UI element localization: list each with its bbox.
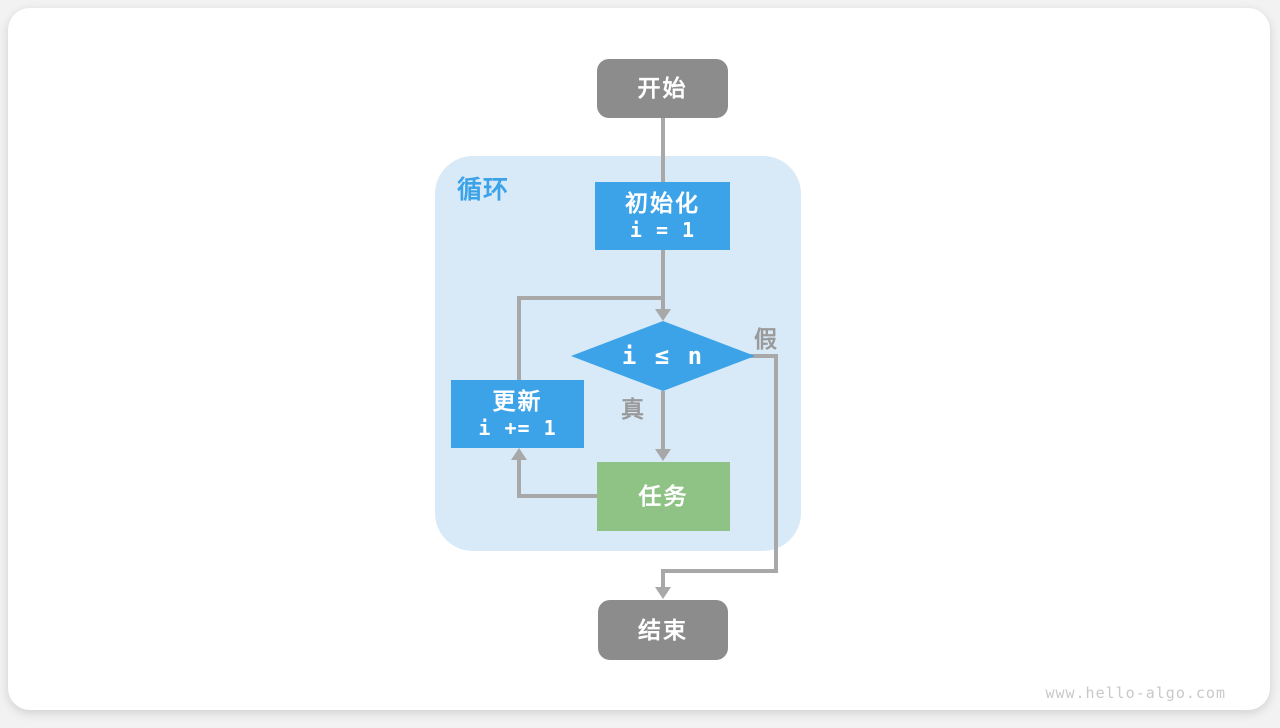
node-condition-label: i ≤ n bbox=[621, 342, 705, 370]
node-init-label: 初始化 bbox=[625, 190, 700, 217]
node-update-code: i += 1 bbox=[478, 415, 557, 440]
node-end-label: 结束 bbox=[638, 616, 688, 643]
node-init-code: i = 1 bbox=[629, 217, 696, 242]
node-end: 结束 bbox=[598, 600, 728, 660]
edge-label-true: 真 bbox=[621, 396, 644, 422]
node-start: 开始 bbox=[597, 59, 728, 118]
edge-label-false: 假 bbox=[754, 326, 777, 352]
node-task-label: 任务 bbox=[638, 483, 689, 510]
arrowhead-end bbox=[655, 587, 671, 599]
diagram-card: 循环 开始 初始化 i = 1 i ≤ n 更新 i += 1 任务 结束 bbox=[8, 8, 1270, 710]
node-update-label: 更新 bbox=[492, 388, 543, 415]
watermark: www.hello-algo.com bbox=[1045, 684, 1226, 702]
loop-scope-label: 循环 bbox=[457, 176, 510, 204]
node-update: 更新 i += 1 bbox=[451, 380, 584, 448]
node-init: 初始化 i = 1 bbox=[595, 182, 730, 250]
node-start-label: 开始 bbox=[637, 75, 688, 102]
node-task: 任务 bbox=[597, 462, 730, 531]
